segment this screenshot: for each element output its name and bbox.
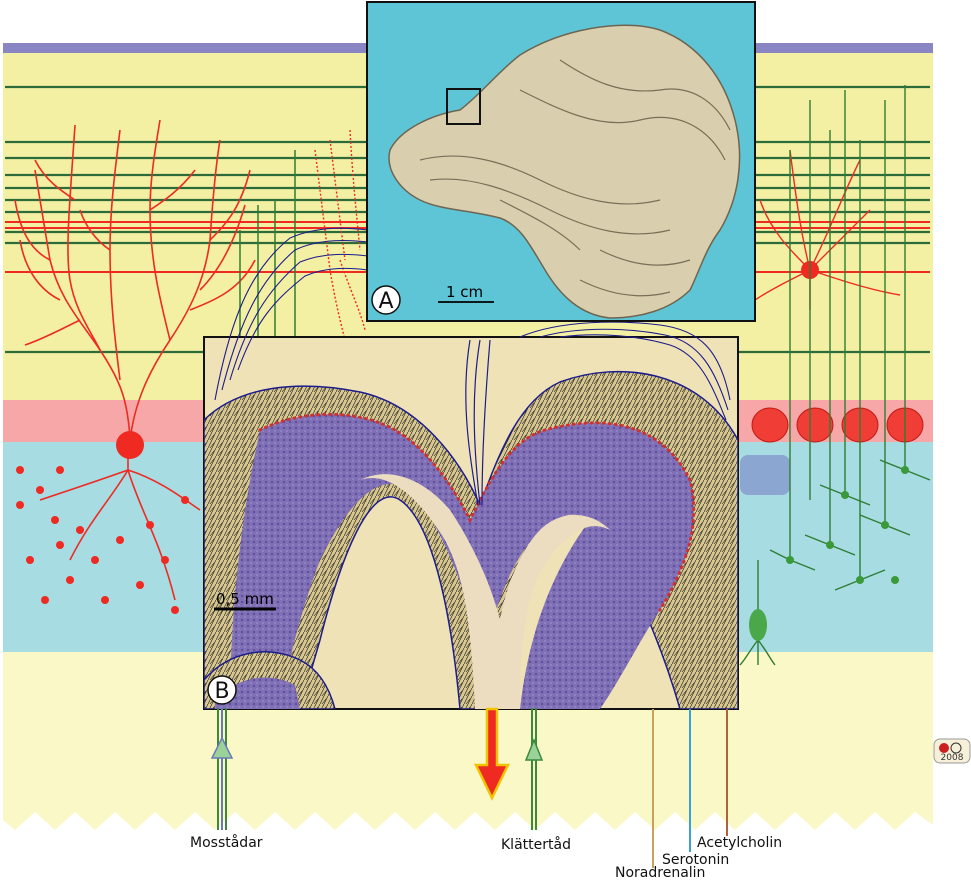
output-arrow [474, 707, 510, 801]
noradrenalin-label: Noradrenalin [615, 865, 705, 881]
golgi-cell-right [739, 560, 776, 666]
purkinje-axon-bundle [465, 339, 491, 506]
white-matter-core [360, 474, 610, 709]
purkinje-dots [258, 412, 696, 612]
panel-a: 1 cm A [366, 1, 756, 322]
golgi-region [740, 455, 790, 495]
logo-year: 2008 [941, 753, 964, 763]
scale-label-b: 0,5 mm [216, 590, 274, 608]
panel-b-badge [207, 675, 237, 705]
granule-cells-right [769, 85, 931, 591]
purkinje-cell-left [14, 119, 256, 601]
serotonin-label: Serotonin [662, 852, 729, 868]
modulatory-fibers [652, 709, 728, 868]
granule-somata-right [786, 466, 909, 584]
panel-b-letter: B [214, 679, 229, 704]
zoom-box [446, 88, 481, 125]
panel-a-badge [371, 285, 401, 315]
folia-lines [419, 59, 731, 297]
mossy-fiber-input [210, 708, 234, 830]
climbing-fiber-input [524, 708, 544, 830]
cerebellum-photo [388, 24, 741, 319]
purkinje-soma-left [116, 431, 144, 459]
scale-label-a: 1 cm [446, 283, 483, 301]
panel-b: 0,5 mm B [203, 227, 739, 710]
logo-mark-icon [939, 743, 949, 753]
acetylcholin-label: Acetylcholin [697, 835, 782, 851]
axon-fan [214, 227, 731, 421]
author-logo: 2008 [933, 738, 971, 764]
mossy-rosettes-left [16, 466, 189, 614]
purkinje-baskets-right [751, 407, 924, 443]
mossy-fiber-label: Mosstådar [190, 834, 263, 851]
climbing-fiber-label: Klättertåd [501, 836, 571, 853]
panel-a-letter: A [378, 289, 393, 314]
